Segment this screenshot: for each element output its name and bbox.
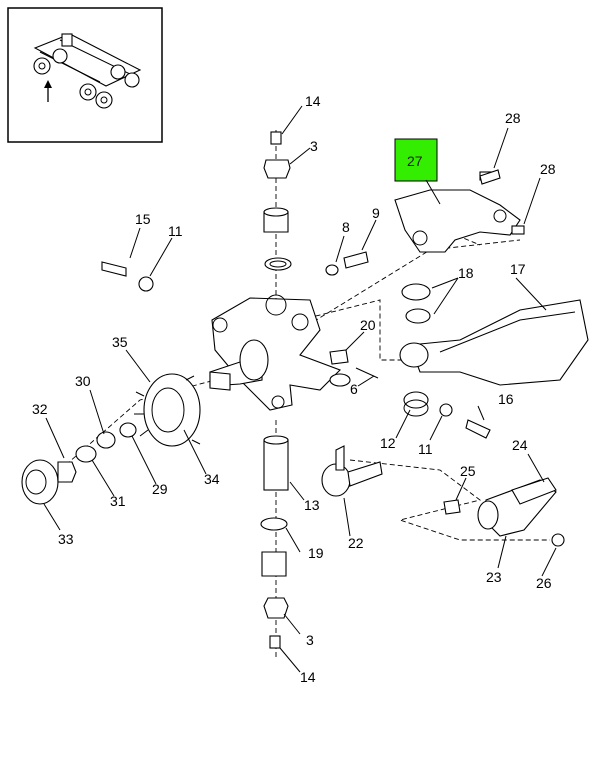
- callout-31[interactable]: 31: [110, 493, 126, 509]
- king-pin-upper-stack: [263, 131, 292, 271]
- pitman-arm: [394, 171, 525, 253]
- callout-28-a[interactable]: 28: [505, 110, 521, 126]
- inset-locator: [7, 7, 163, 143]
- arrow-up-icon: [44, 80, 52, 102]
- callout-33[interactable]: 33: [58, 531, 74, 547]
- callout-14-bottom[interactable]: 14: [300, 669, 316, 685]
- callout-16[interactable]: 16: [498, 391, 514, 407]
- callout-32[interactable]: 32: [32, 401, 48, 417]
- callout-34[interactable]: 34: [204, 471, 220, 487]
- callout-18[interactable]: 18: [458, 265, 474, 281]
- callout-13[interactable]: 13: [304, 497, 320, 513]
- callout-8[interactable]: 8: [342, 219, 350, 235]
- callout-15[interactable]: 15: [135, 211, 151, 227]
- drag-link-socket: [443, 477, 565, 547]
- callout-20[interactable]: 20: [360, 317, 376, 333]
- callout-11-left[interactable]: 11: [168, 223, 183, 239]
- vehicle-frame-locator-icon: [33, 33, 142, 109]
- callout-19[interactable]: 19: [308, 545, 324, 561]
- callout-9[interactable]: 9: [372, 205, 380, 221]
- callout-3-top[interactable]: 3: [310, 138, 318, 154]
- callout-29[interactable]: 29: [152, 481, 168, 497]
- callout-25[interactable]: 25: [460, 463, 476, 479]
- callout-11-mid[interactable]: 11: [418, 441, 433, 457]
- callout-35[interactable]: 35: [112, 334, 128, 350]
- callout-30[interactable]: 30: [75, 373, 91, 389]
- callout-labels: 14 3 28 27 28 15 11 8 9 18 17 20 35 30 3…: [32, 93, 556, 685]
- callout-14-top[interactable]: 14: [305, 93, 321, 109]
- callout-3-bottom[interactable]: 3: [306, 632, 314, 648]
- hub-assembly: [21, 371, 231, 505]
- callout-23[interactable]: 23: [486, 569, 502, 585]
- callout-24[interactable]: 24: [512, 437, 528, 453]
- leader-lines: [43, 105, 557, 673]
- idler-arm-bracket: [399, 283, 589, 417]
- callout-26[interactable]: 26: [536, 575, 552, 591]
- callout-12[interactable]: 12: [380, 435, 396, 451]
- callout-6[interactable]: 6: [350, 381, 358, 397]
- callout-22[interactable]: 22: [348, 535, 364, 551]
- tie-rod-end: [321, 349, 383, 497]
- callout-28-b[interactable]: 28: [540, 161, 556, 177]
- king-pin-lower-stack: [260, 435, 289, 649]
- callout-17[interactable]: 17: [510, 261, 526, 277]
- steering-knuckle: [209, 294, 341, 411]
- highlight-box-27[interactable]: [394, 138, 438, 182]
- small-fasteners: [101, 169, 501, 439]
- callout-27[interactable]: 27: [407, 153, 423, 169]
